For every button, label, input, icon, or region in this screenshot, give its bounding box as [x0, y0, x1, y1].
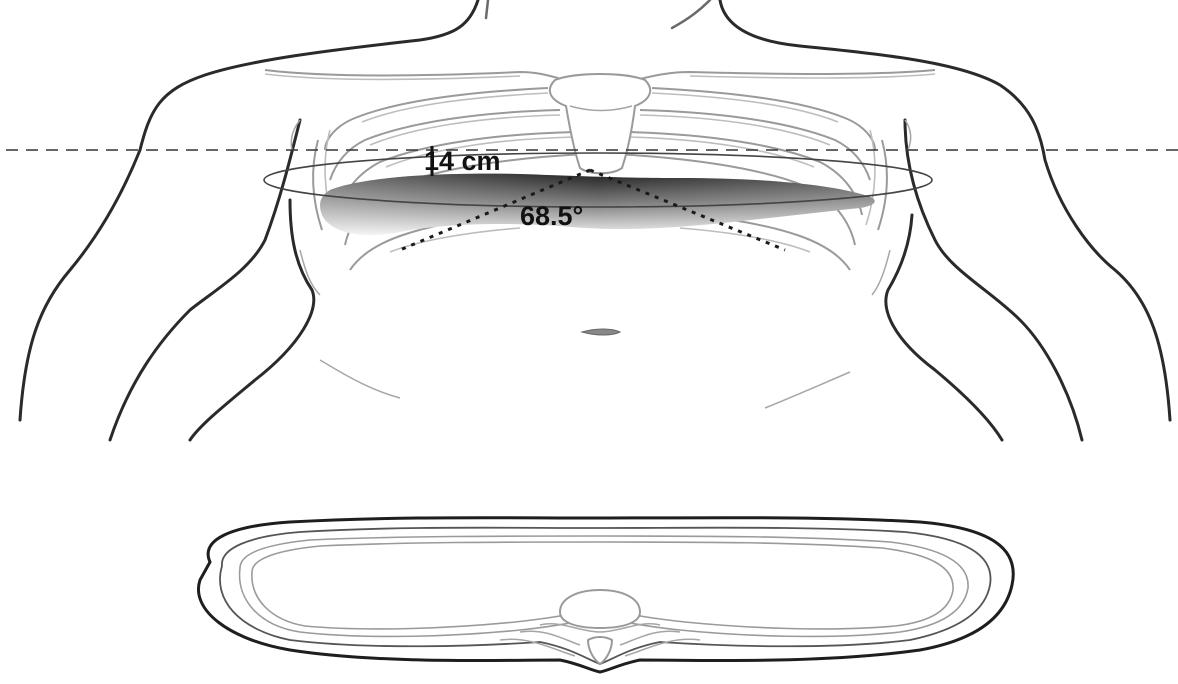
left-arm-inner-outline [110, 120, 300, 440]
abdomen-details [300, 250, 890, 408]
neck-right-line [672, 0, 710, 28]
left-hip-crease [320, 360, 400, 398]
sternum [550, 74, 650, 173]
width-label: 14 cm [424, 146, 501, 176]
right-torso-side-outline [886, 215, 1002, 440]
right-hip-crease [765, 372, 850, 408]
neck-left-line [486, 0, 488, 18]
left-torso-side-outline [190, 200, 314, 440]
vertebra [500, 590, 700, 664]
angle-label: 68.5° [520, 201, 583, 231]
liver-region [320, 174, 875, 235]
right-arm-inner-outline [905, 120, 1082, 440]
abdomen-cross-section-icon [198, 518, 1013, 672]
navel [582, 329, 620, 335]
